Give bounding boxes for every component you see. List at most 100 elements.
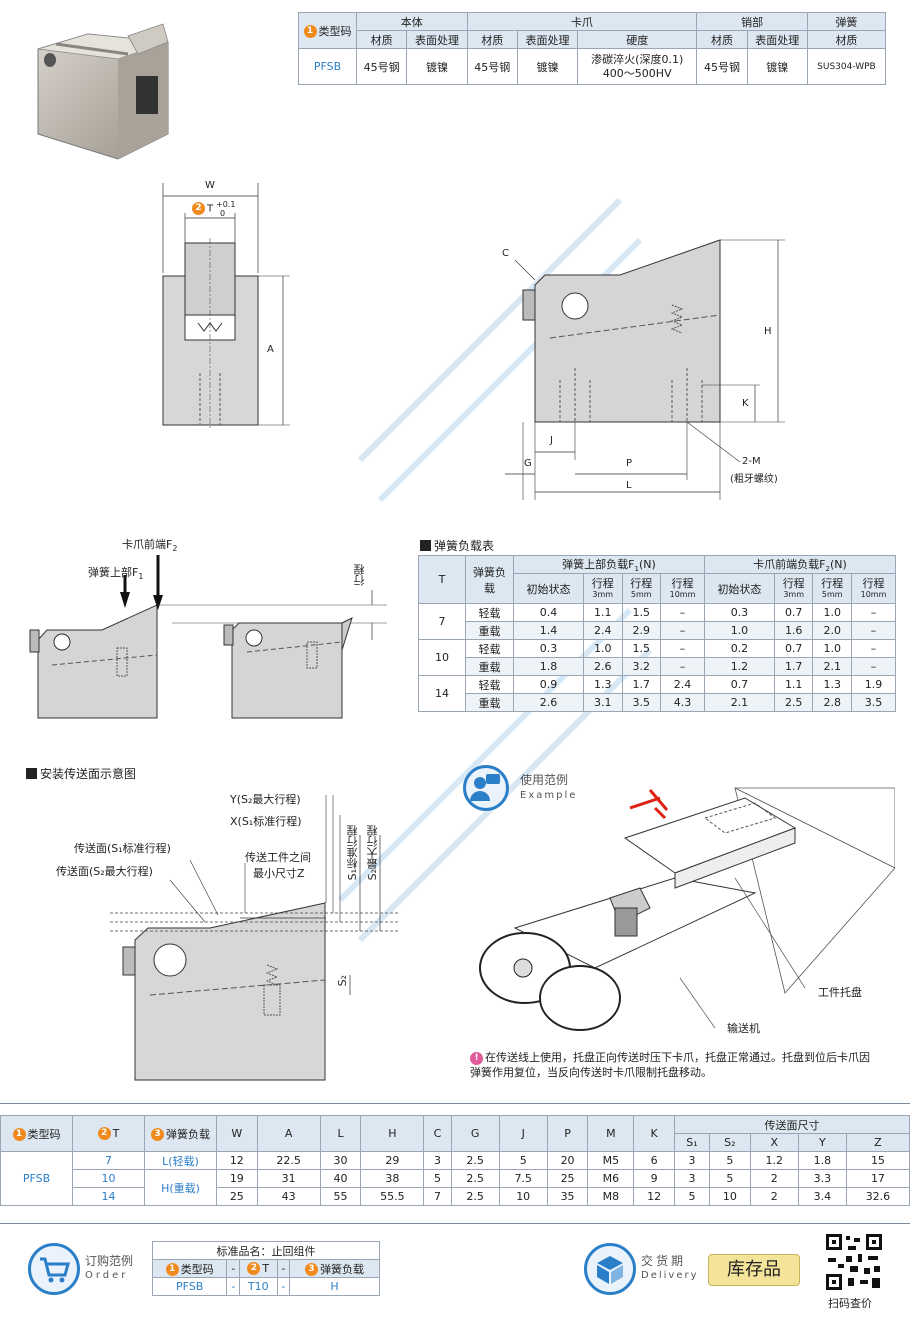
dim-value: 5 bbox=[673, 1187, 711, 1206]
order-dash: - bbox=[276, 1277, 291, 1296]
load-value: 1.0 bbox=[812, 639, 853, 659]
example-title-en: Example bbox=[520, 790, 578, 801]
load-type: 轻载 bbox=[465, 639, 514, 659]
spec-model: PFSB bbox=[298, 48, 357, 85]
spec-group-claw: 卡爪 bbox=[466, 12, 698, 31]
badge-2: 2 bbox=[247, 1262, 261, 1276]
label-min-gap-1: 传送工件之间 bbox=[245, 851, 311, 864]
load-type: 重载 bbox=[465, 657, 514, 677]
dim-value: 1.2 bbox=[749, 1151, 799, 1170]
load-value: 1.3 bbox=[812, 675, 853, 695]
order-title: 订购范例 bbox=[85, 1254, 134, 1268]
load-value: 3.2 bbox=[621, 657, 662, 677]
dim-value: 5 bbox=[498, 1151, 548, 1170]
example-icon bbox=[463, 765, 509, 811]
spec-subhead: 材质 bbox=[466, 30, 518, 49]
dim-l: L bbox=[626, 480, 632, 491]
label-tray: 工件托盘 bbox=[818, 986, 862, 999]
load-type: 轻载 bbox=[465, 675, 514, 695]
dim-value: 32.6 bbox=[845, 1187, 910, 1206]
load-value: 2.1 bbox=[703, 693, 775, 713]
spec-cell: 45号钢 bbox=[696, 48, 748, 85]
load-h-f1: 弹簧上部负载F1(N) bbox=[513, 554, 705, 575]
dim-h-col: L bbox=[319, 1115, 362, 1152]
load-value: 1.6 bbox=[773, 621, 814, 641]
load-value: 1.7 bbox=[621, 675, 662, 695]
load-table-title: 弹簧负载表 bbox=[420, 537, 494, 554]
dim-value: 9 bbox=[633, 1169, 675, 1188]
load-value: 1.1 bbox=[582, 603, 623, 623]
load-value: – bbox=[851, 603, 896, 623]
dim-tol-lower: 0 bbox=[220, 209, 226, 218]
load-value: 1.0 bbox=[703, 621, 775, 641]
dim-h-surf: S₂ bbox=[709, 1133, 751, 1152]
load-h-init: 初始状态 bbox=[513, 573, 584, 605]
dim-h-surf: Y bbox=[797, 1133, 847, 1152]
dim-p: P bbox=[626, 458, 633, 469]
dim-c: C bbox=[502, 248, 509, 259]
delivery-icon bbox=[584, 1243, 636, 1295]
spec-hardness: 渗碳淬火(深度0.1)400～500HV bbox=[577, 48, 698, 85]
dim-model: PFSB bbox=[0, 1151, 73, 1206]
dim-tol-upper: +0.1 bbox=[216, 200, 236, 209]
label-s1-std: S₁标准行程 bbox=[346, 825, 359, 881]
dim-value: 5 bbox=[423, 1169, 452, 1188]
dim-thread-note: (粗牙螺纹) bbox=[730, 474, 778, 485]
load-value: 1.4 bbox=[513, 621, 584, 641]
label-claw-front: 卡爪前端F2 bbox=[122, 538, 178, 554]
stock-badge: 库存品 bbox=[708, 1254, 800, 1286]
dim-value: 2 bbox=[749, 1169, 799, 1188]
load-value: 2.0 bbox=[812, 621, 853, 641]
dim-h-col: W bbox=[216, 1115, 258, 1152]
load-value: 0.3 bbox=[513, 639, 584, 659]
load-value: 1.1 bbox=[773, 675, 814, 695]
spec-subhead: 表面处理 bbox=[406, 30, 468, 49]
dim-value: 2.5 bbox=[450, 1187, 500, 1206]
badge-2: 2 bbox=[97, 1127, 111, 1141]
load-value: 1.8 bbox=[513, 657, 584, 677]
delivery-title-en: Delivery bbox=[641, 1270, 699, 1281]
side-view-drawing: C H K J G P L 2-M (粗牙螺纹) bbox=[490, 230, 790, 500]
order-v-t: T10 bbox=[239, 1277, 278, 1296]
load-value: 0.7 bbox=[773, 639, 814, 659]
dim-value: 2.5 bbox=[450, 1151, 500, 1170]
load-value: 0.7 bbox=[773, 603, 814, 623]
order-icon bbox=[28, 1243, 80, 1295]
dim-value: 55.5 bbox=[360, 1187, 425, 1206]
load-value: 1.0 bbox=[582, 639, 623, 659]
dim-value: 35 bbox=[546, 1187, 589, 1206]
label-y: Y(S₂最大行程) bbox=[230, 793, 301, 806]
load-value: 3.1 bbox=[582, 693, 623, 713]
dim-value: 17 bbox=[845, 1169, 910, 1188]
info-icon: ! bbox=[470, 1051, 483, 1065]
load-h-f2: 卡爪前端负载F2(N) bbox=[703, 554, 897, 575]
dim-g: G bbox=[524, 458, 532, 469]
load-value: 0.7 bbox=[703, 675, 775, 695]
dim-a: A bbox=[267, 344, 274, 355]
label-surface-s2: 传送面(S₂最大行程) bbox=[56, 865, 153, 878]
dim-value: 40 bbox=[319, 1169, 362, 1188]
example-note: !在传送线上使用，托盘正向传送时压下卡爪，托盘正常通过。托盘到位后卡爪因弹簧作用… bbox=[470, 1051, 870, 1079]
order-v-load: H bbox=[289, 1277, 380, 1296]
load-value: – bbox=[660, 639, 705, 659]
divider bbox=[0, 1103, 910, 1104]
load-value: 2.5 bbox=[773, 693, 814, 713]
dim-h-surf: Z bbox=[845, 1133, 910, 1152]
badge-2: 2 bbox=[192, 202, 205, 215]
load-h-init: 初始状态 bbox=[703, 573, 775, 605]
load-value: – bbox=[660, 621, 705, 641]
spec-subhead: 表面处理 bbox=[516, 30, 579, 49]
order-title-en: Order bbox=[85, 1270, 129, 1281]
dim-value: 10 bbox=[709, 1187, 751, 1206]
load-value: 1.9 bbox=[851, 675, 896, 695]
dim-value: 2.5 bbox=[450, 1169, 500, 1188]
